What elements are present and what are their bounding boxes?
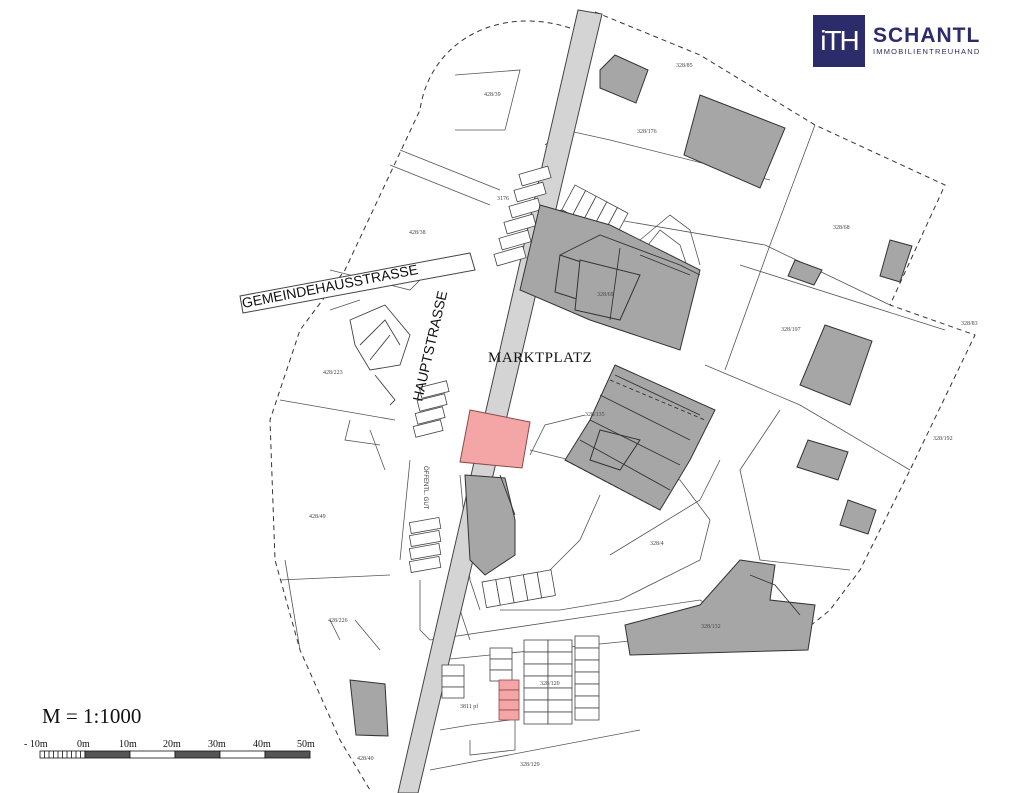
scale-tick-label: 50m xyxy=(297,739,315,750)
scale-tick-label: 0m xyxy=(77,739,90,750)
hauptstrasse-road xyxy=(397,9,603,793)
scale-tick-label: 30m xyxy=(208,739,226,750)
parcel-label: 328/4 xyxy=(650,541,664,547)
gemeindehausstrasse-road xyxy=(239,252,476,314)
parcel-label: 328/135 xyxy=(585,412,605,418)
parcel-label: 328/120 xyxy=(540,681,560,687)
parcel-label: 428/49 xyxy=(309,514,326,520)
parcel-label: 428/40 xyxy=(357,756,374,762)
parcel-label: 328/129 xyxy=(520,762,540,768)
street-label-gemeindehausstrasse: GEMEINDEHAUSSTRASSE xyxy=(241,261,420,311)
survey-annotation: 3811 pf xyxy=(460,703,478,710)
parcel-label: 328/83 xyxy=(961,321,978,327)
highlighted-parcel xyxy=(459,409,531,469)
parcel-label: 328/176 xyxy=(637,129,657,135)
highlighted-parking xyxy=(498,679,520,721)
logo-wordmark: SCHANTL IMMOBILIENTREUHAND xyxy=(873,25,980,57)
scale-tick-label: 10m xyxy=(119,739,137,750)
plan-boundary xyxy=(269,20,571,791)
scale-bar: - 10m 0m 10m 20m 30m 40m 50m xyxy=(24,739,315,759)
parcel-label: 328/192 xyxy=(933,436,953,442)
parcel-label: 428/223 xyxy=(323,370,343,376)
parcel-label: 328/68 xyxy=(833,225,850,231)
company-logo: iTH SCHANTL IMMOBILIENTREUHAND xyxy=(813,14,1013,68)
parcel-label: 328/132 xyxy=(701,624,721,630)
parcel-lines xyxy=(279,69,946,771)
logo-name: SCHANTL xyxy=(873,24,981,47)
parking-stalls xyxy=(408,165,629,725)
parcel-labels: 428/39 428/38 3176 328/176 328/85 328/68… xyxy=(309,63,978,768)
parcel-label: 3176 xyxy=(497,196,509,202)
parcel-label: 428/226 xyxy=(328,618,348,624)
scale-ratio: M = 1:1000 xyxy=(42,704,142,728)
scale-segments xyxy=(39,750,311,759)
logo-subtitle: IMMOBILIENTREUHAND xyxy=(873,47,981,56)
place-label-marktplatz: MARKTPLATZ xyxy=(488,350,592,366)
scale-tick-label: - 10m xyxy=(24,739,48,750)
parcel-label: 428/39 xyxy=(484,92,501,98)
house-outline xyxy=(349,304,411,406)
parcel-label: 328/69 xyxy=(597,292,614,298)
parcel-label: 328/85 xyxy=(676,63,693,69)
parcel-label: 328/197 xyxy=(781,327,801,333)
scale-tick-label: 20m xyxy=(163,739,181,750)
logo-mark: iTH xyxy=(813,15,865,67)
parcel-label: 428/38 xyxy=(409,230,426,236)
plan-boundary-east xyxy=(594,11,976,651)
scale-tick-label: 40m xyxy=(253,739,271,750)
building-roof-lines xyxy=(499,234,801,616)
public-land-annotation: ÖFFENTL. GUT xyxy=(422,466,429,510)
